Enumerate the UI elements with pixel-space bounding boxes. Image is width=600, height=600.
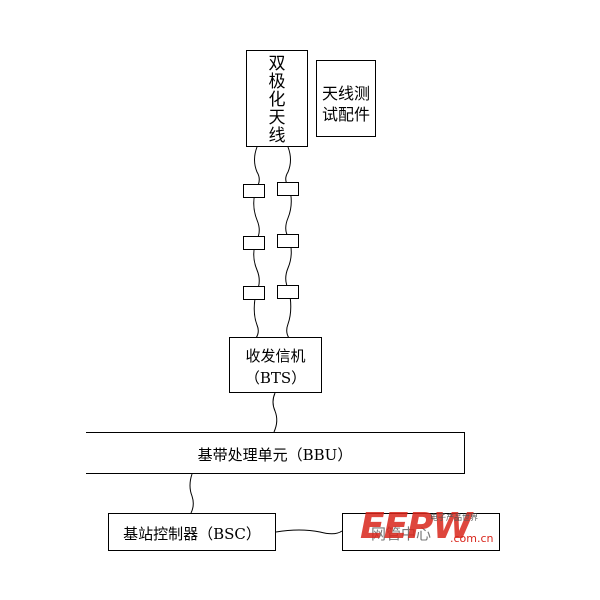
connector-right-2 <box>277 234 299 248</box>
bsc-right-cable <box>275 529 343 535</box>
bbu-label: 基带处理单元（BBU） <box>197 446 353 464</box>
eepw-domain: .com.cn <box>450 532 494 545</box>
antenna-char-2: 极 <box>268 72 286 92</box>
eepw-tagline: 电子产品世界 <box>430 513 478 522</box>
connector-left-3 <box>243 286 265 300</box>
bts-box: 收发信机 （BTS） <box>229 337 322 393</box>
connector-left-1 <box>243 184 265 198</box>
antenna-char-3: 化 <box>268 90 286 110</box>
antenna-char-1: 双 <box>268 54 286 74</box>
test-fixture-line2: 试配件 <box>321 105 370 124</box>
bsc-label: 基站控制器（BSC） <box>123 525 261 543</box>
connector-right-1 <box>277 182 299 196</box>
bbu-bsc-cable <box>189 473 194 514</box>
connector-left-2 <box>243 236 265 250</box>
test-fixture-line1: 天线测 <box>321 84 370 103</box>
bbu-box: 基带处理单元（BBU） <box>86 432 465 474</box>
dual-polarized-antenna-box: 双 极 化 天 线 <box>246 50 308 147</box>
network-management-label: 网管中心 <box>370 525 431 543</box>
antenna-test-fixture-box: 天线测 试配件 <box>316 60 376 137</box>
bts-line1: 收发信机 <box>245 347 306 365</box>
antenna-char-5: 线 <box>268 126 286 146</box>
bsc-box: 基站控制器（BSC） <box>108 513 276 551</box>
bts-bbu-cable <box>272 392 278 433</box>
eepw-watermark-logo: EEPW 电子产品世界 .com.cn <box>360 506 500 554</box>
antenna-char-4: 天 <box>268 108 286 128</box>
connector-right-3 <box>277 285 299 299</box>
eepw-logo-text: EEPW <box>360 506 472 547</box>
network-management-box: 网管中心 <box>342 513 500 551</box>
bts-line2: （BTS） <box>244 369 307 387</box>
